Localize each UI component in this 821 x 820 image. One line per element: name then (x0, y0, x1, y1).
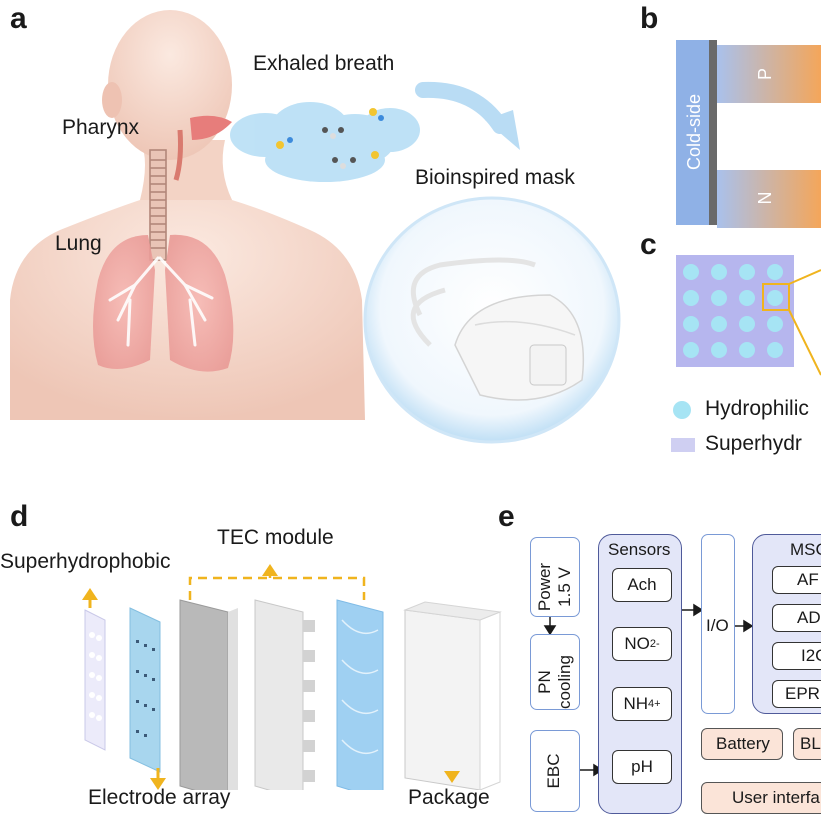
n-label: N (755, 192, 775, 205)
sensors-title: Sensors (608, 540, 671, 559)
ble-block: BL (793, 728, 821, 760)
package-label: Package (408, 786, 490, 809)
tec-module-label: TEC module (217, 526, 334, 549)
tec-plate-cold (179, 599, 229, 790)
curved-arrow-icon (415, 81, 520, 150)
superhydrophobic-legend-label: Superhydr (705, 432, 802, 455)
msc-title: MSC (790, 540, 821, 559)
down-arrow-icon (444, 771, 460, 783)
breath-cloud-illustration (230, 102, 420, 182)
panel-a-letter: a (10, 2, 27, 35)
exploded-layers-illustration (82, 564, 502, 790)
cold-side-label: Cold-side (684, 94, 704, 170)
package-box (404, 609, 481, 790)
pn-cooling-block (530, 634, 580, 710)
msc-item-i2c: I2C (772, 642, 821, 670)
superhydrophobic-layer (84, 609, 106, 751)
exhaled-breath-label: Exhaled breath (253, 52, 395, 75)
mask-sphere-illustration (363, 196, 621, 444)
power-block (530, 537, 580, 617)
up-arrow-icon (82, 588, 98, 600)
p-leg (717, 45, 821, 103)
hydrophilic-legend-swatch (673, 401, 691, 419)
tec-bracket (188, 576, 366, 600)
sensor-module (529, 344, 567, 386)
lung-label: Lung (55, 232, 102, 255)
hydrophilic-legend-label: Hydrophilic (705, 397, 809, 420)
ebc-block (530, 730, 580, 812)
n-leg (717, 170, 821, 228)
msc-item-ad: AD (772, 604, 821, 632)
io-label: I/O (706, 616, 729, 635)
battery-block: Battery (701, 728, 783, 760)
user-interface-block: User interfa (701, 782, 821, 814)
sensor-ph: pH (612, 750, 672, 784)
panel-d-letter: d (10, 500, 29, 533)
panel-e-letter: e (498, 500, 515, 533)
bioinspired-mask-label: Bioinspired mask (415, 166, 575, 189)
molecule-icon (276, 108, 384, 169)
p-label: P (755, 68, 775, 80)
ebc-label: EBC (544, 753, 563, 789)
right-lung (165, 234, 234, 372)
msc-item-epr: EPR (772, 680, 821, 708)
up-arrow-icon (262, 564, 278, 576)
electrode-array-label: Electrode array (88, 786, 231, 809)
pharynx-label: Pharynx (62, 116, 140, 139)
msc-item-af: AF (772, 566, 821, 594)
textile-layer (336, 599, 384, 790)
superhydrophobic-legend-swatch (671, 438, 695, 452)
human-torso-illustration (10, 10, 365, 420)
sensor-ach: Ach (612, 568, 672, 602)
peltier-diagram: Cold-side P N (676, 40, 821, 228)
electrode-array-layer (129, 607, 161, 773)
io-block (701, 534, 735, 714)
hydrophilic-pattern (676, 255, 821, 376)
left-lung (93, 235, 155, 369)
panel-b-letter: b (640, 2, 659, 35)
superhydrophobic-label: Superhydrophobic (0, 550, 171, 573)
cold-side-block (676, 40, 713, 225)
tec-plate-hot (254, 599, 304, 790)
down-arrow-icon (150, 778, 166, 790)
panel-c-letter: c (640, 228, 657, 261)
